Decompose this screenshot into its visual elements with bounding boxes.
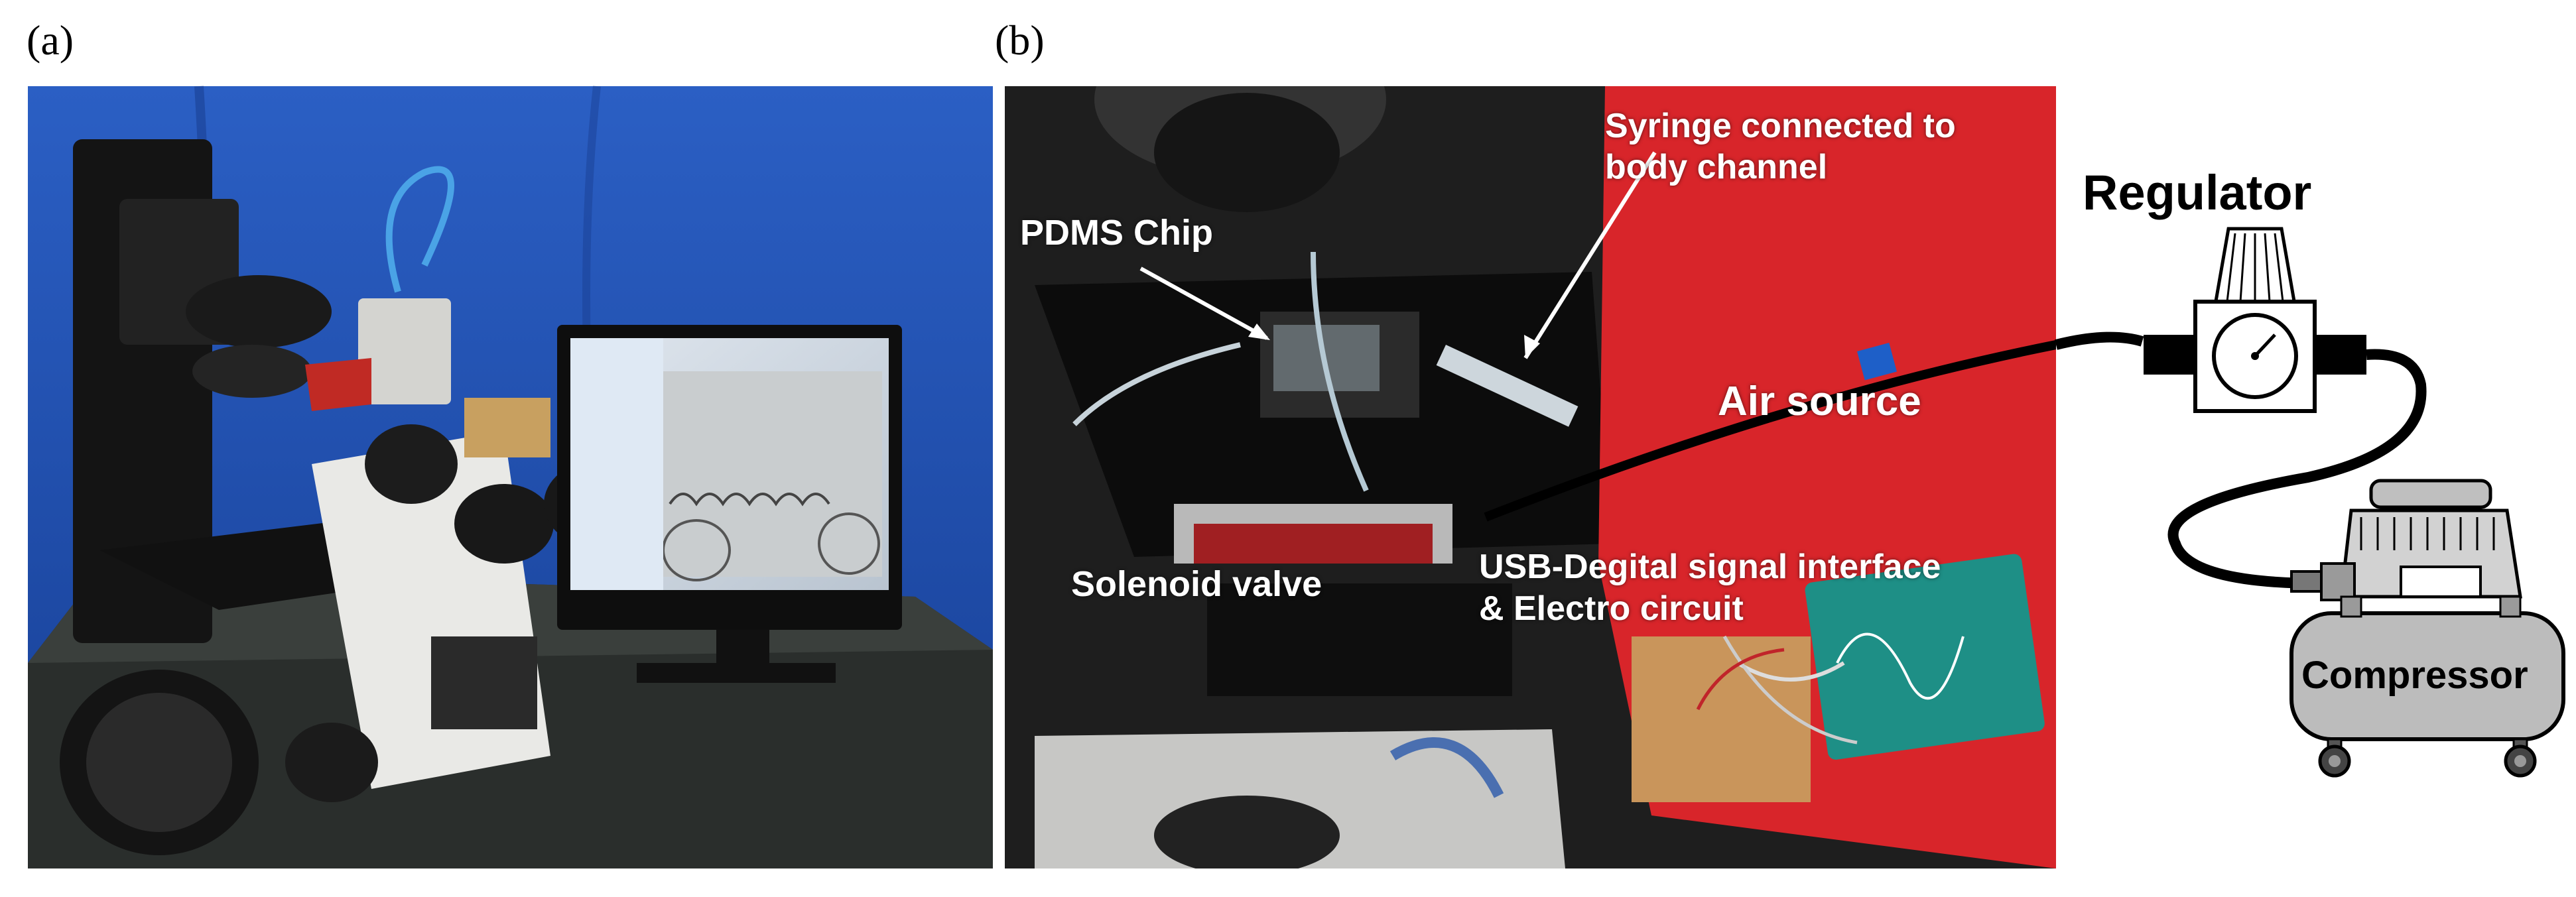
label-usb-line2: & Electro circuit	[1479, 589, 1744, 628]
label-regulator: Regulator	[2083, 165, 2312, 220]
air-compressor-icon	[2289, 479, 2565, 778]
label-compressor: Compressor	[2301, 654, 2528, 697]
pdms-arrow	[1139, 267, 1268, 340]
label-air-source: Air source	[1718, 379, 1921, 424]
panel-letter-a: (a)	[27, 17, 74, 64]
label-pdms-chip: PDMS Chip	[1020, 213, 1213, 253]
syringe-arrow	[1523, 151, 1657, 359]
panel-letter-b: (b)	[995, 17, 1045, 64]
label-syringe-line2: body channel	[1605, 148, 1828, 186]
label-solenoid-valve: Solenoid valve	[1071, 564, 1322, 604]
pressure-gauge-icon	[2144, 227, 2366, 413]
label-syringe-line1: Syringe connected to	[1605, 107, 1956, 145]
label-usb-line1: USB-Degital signal interface	[1479, 548, 1941, 586]
